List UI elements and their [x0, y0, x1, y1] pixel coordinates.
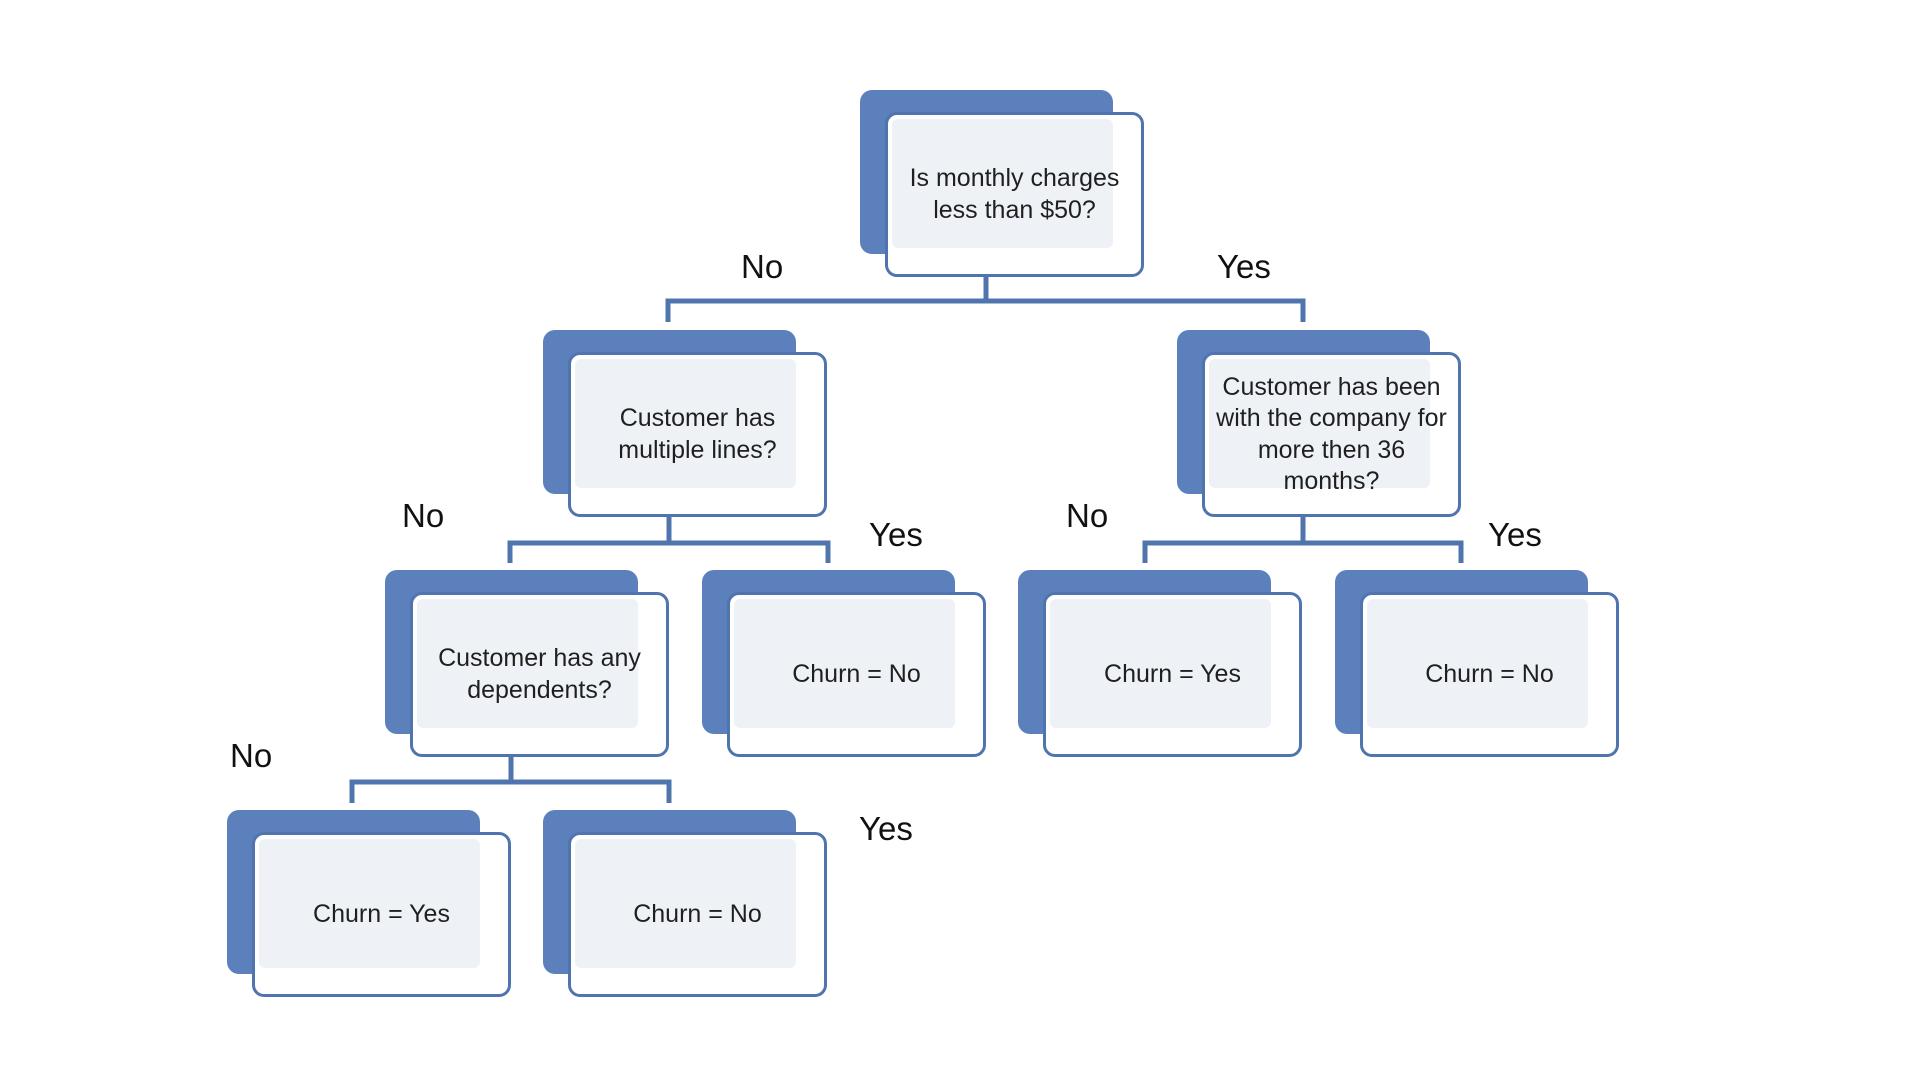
branch-label-root-yes: Yes: [1217, 248, 1271, 285]
dependents-yes-leaf-node: Churn = No: [543, 810, 831, 1002]
dependents-no-leaf-text: Churn = Yes: [313, 899, 450, 928]
branch-label-multiple-lines-yes: Yes: [869, 516, 923, 553]
multiple-lines-decision-text: Customer has multiple lines?: [618, 404, 777, 464]
tenure-no-leaf-text: Churn = Yes: [1104, 659, 1241, 688]
lines-yes-leaf-node: Churn = No: [702, 570, 990, 762]
tenure-yes-leaf-text: Churn = No: [1425, 659, 1554, 688]
connector-multiple-lines-bar: [507, 540, 831, 563]
dependents-yes-leaf-text: Churn = No: [633, 899, 762, 928]
dependents-no-leaf-node: Churn = Yes: [227, 810, 515, 1002]
root-decision-node: Is monthly charges less than $50?: [860, 90, 1148, 282]
branch-label-tenure-yes: Yes: [1488, 516, 1542, 553]
connector-tenure-bar: [1142, 540, 1464, 563]
branch-label-dependents-no: No: [230, 737, 273, 774]
branch-label-tenure-no: No: [1066, 497, 1109, 534]
tenure-decision-node: Customer has been with the company for m…: [1177, 330, 1465, 522]
branch-label-root-no: No: [741, 248, 784, 285]
tenure-yes-leaf-node: Churn = No: [1335, 570, 1623, 762]
connector-root-bar: [665, 298, 1306, 322]
dependents-decision-text: Customer has any dependents?: [438, 644, 641, 704]
branch-label-dependents-yes: Yes: [859, 810, 913, 847]
tenure-no-leaf-node: Churn = Yes: [1018, 570, 1306, 762]
root-decision-text: Is monthly charges less than $50?: [909, 164, 1120, 224]
dependents-decision-node: Customer has any dependents?: [385, 570, 673, 762]
branch-label-multiple-lines-no: No: [402, 497, 445, 534]
lines-yes-leaf-text: Churn = No: [792, 659, 921, 688]
tenure-decision-text: Customer has been with the company for m…: [1216, 373, 1447, 495]
connector-dependents-bar: [349, 779, 672, 803]
multiple-lines-decision-node: Customer has multiple lines?: [543, 330, 831, 522]
